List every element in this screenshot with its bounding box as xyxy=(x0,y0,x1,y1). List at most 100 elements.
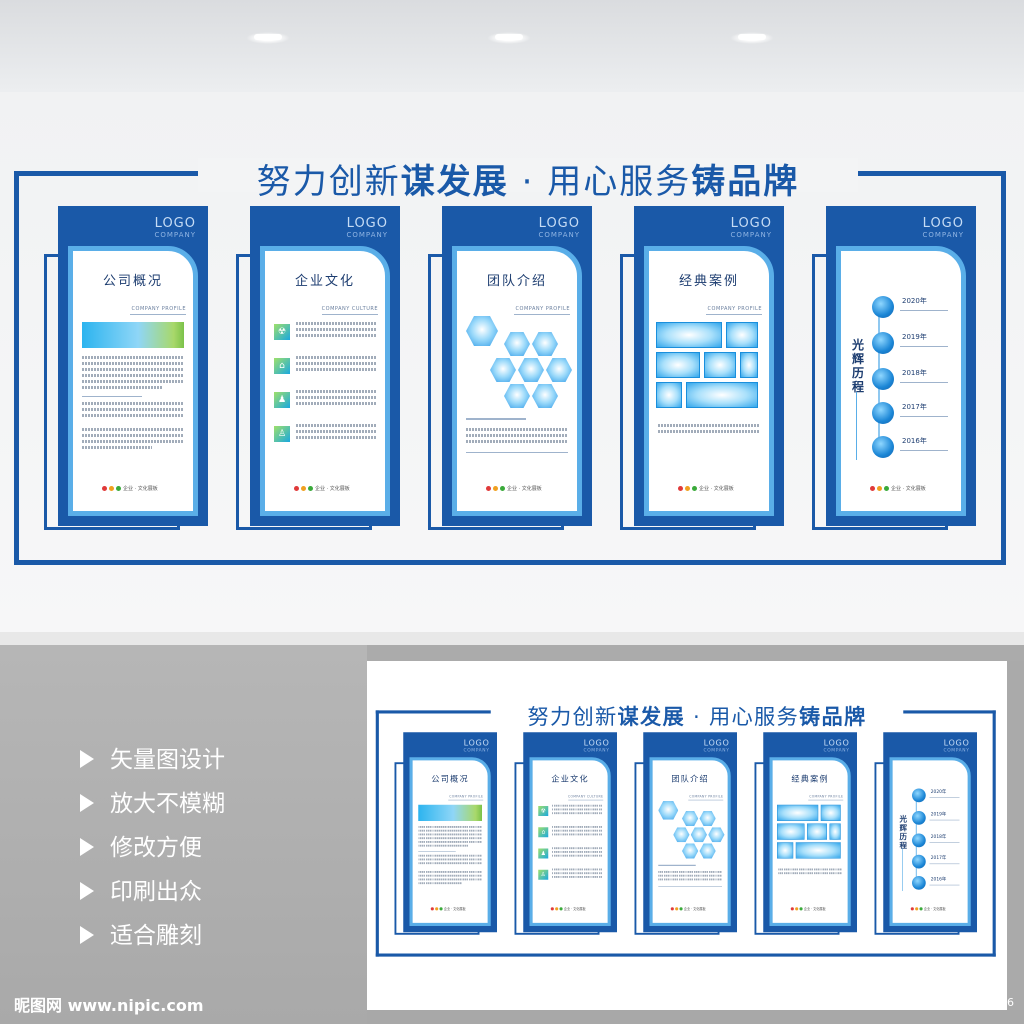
text-line xyxy=(552,804,602,807)
panel-team-intro: LOGO COMPANY 团队介绍 COMPANY PROFILE 企业 · 文… xyxy=(634,732,737,935)
text-line xyxy=(418,829,482,832)
panel-content: 公司概况 COMPANY PROFILE 企业 · 文化展板 xyxy=(74,252,192,508)
logo-text: LOGO xyxy=(346,216,388,231)
text-line xyxy=(296,322,376,325)
hexagon-tile xyxy=(546,358,572,382)
text-line xyxy=(658,871,722,873)
text-line xyxy=(296,368,376,371)
text-line xyxy=(82,402,184,405)
panel-footer: 企业 · 文化展板 xyxy=(790,907,826,911)
panel-classic-cases: LOGO COMPANY 经典案例 COMPANY PROFILE 企业 · 文… xyxy=(620,206,784,530)
panel-subtitle: COMPANY CULTURE xyxy=(321,306,378,312)
text-line xyxy=(82,356,184,359)
divider xyxy=(658,886,722,887)
panel-title: 光辉历程 xyxy=(899,814,908,850)
text-line xyxy=(82,428,184,431)
ceiling-light xyxy=(246,32,290,44)
text-line xyxy=(82,446,152,449)
timeline-year: 2016年 xyxy=(902,437,927,445)
text-line xyxy=(418,871,482,873)
text-line xyxy=(552,854,602,857)
divider xyxy=(929,842,960,843)
case-image xyxy=(686,382,758,408)
text-line xyxy=(82,414,184,417)
case-image xyxy=(820,804,841,821)
panel-title: 光辉历程 xyxy=(852,338,865,394)
company-text: COMPANY xyxy=(538,231,580,239)
text-line xyxy=(552,872,602,875)
panel-subtitle: COMPANY PROFILE xyxy=(131,306,186,312)
text-line xyxy=(296,436,376,439)
text-line xyxy=(296,356,376,359)
ceiling-light xyxy=(730,32,774,44)
logo-text: LOGO xyxy=(943,738,970,748)
gradient-banner xyxy=(82,322,184,348)
case-image xyxy=(829,823,841,840)
panel-subtitle: COMPANY PROFILE xyxy=(515,306,570,312)
text-line xyxy=(82,362,184,365)
panel-subtitle: COMPANY PROFILE xyxy=(809,794,844,799)
company-text: COMPANY xyxy=(922,231,964,239)
case-image xyxy=(777,823,805,840)
frame-line xyxy=(375,710,379,957)
frame-line xyxy=(14,171,19,565)
text-line xyxy=(418,844,469,847)
text-line xyxy=(552,868,602,871)
text-line xyxy=(552,847,602,850)
timeline-dot xyxy=(872,332,894,354)
text-line xyxy=(296,424,376,427)
watermark-id: ID:8260704 NO:20211001090118175106 xyxy=(785,996,1014,1009)
frame-line xyxy=(992,710,996,957)
text-line xyxy=(418,826,482,828)
feature-area xyxy=(0,645,367,1024)
feature-item: 适合雕刻 xyxy=(80,916,202,950)
company-text: COMPANY xyxy=(346,231,388,239)
text-line xyxy=(296,328,376,331)
divider xyxy=(82,396,142,397)
case-image xyxy=(795,842,841,859)
ceiling-light xyxy=(487,32,531,44)
timeline-dot xyxy=(912,833,926,848)
text-line xyxy=(778,872,842,875)
text-line xyxy=(418,874,482,877)
panel-company-culture: LOGO COMPANY 企业文化 COMPANY CULTURE ☢ ⌂ ♟ … xyxy=(514,732,617,935)
text-line xyxy=(418,862,482,865)
divider xyxy=(688,799,724,801)
company-text: COMPANY xyxy=(730,231,772,239)
timeline-dot xyxy=(872,402,894,424)
panel-subtitle: COMPANY PROFILE xyxy=(689,794,724,799)
tag-icon: ⌂ xyxy=(538,827,549,838)
text-line xyxy=(418,878,482,881)
panel-company-profile: LOGO COMPANY 公司概况 COMPANY PROFILE 企业 · 文… xyxy=(394,732,497,935)
case-image xyxy=(807,823,827,840)
case-image xyxy=(656,382,682,408)
timeline-year: 2020年 xyxy=(930,789,947,795)
text-line xyxy=(296,430,376,433)
timeline-year: 2018年 xyxy=(930,834,947,840)
gradient-banner xyxy=(418,804,482,821)
panel-history: LOGO COMPANY 光辉历程 2020年 2019年 2018年 2017… xyxy=(812,206,976,530)
person-icon: ♟ xyxy=(274,392,290,408)
feature-item: 放大不模糊 xyxy=(80,784,225,818)
text-line xyxy=(296,362,376,365)
text-line xyxy=(552,812,602,815)
frame-line xyxy=(375,953,996,957)
arrow-icon xyxy=(80,925,94,944)
divider xyxy=(658,864,696,866)
panel-content: 光辉历程 2020年 2019年 2018年 2017年 2016年 企业 · … xyxy=(893,761,967,921)
divider xyxy=(448,799,484,801)
panel-content: 经典案例 COMPANY PROFILE 企业 · 文化展板 xyxy=(773,761,847,921)
hexagon-tile xyxy=(699,811,716,826)
text-line xyxy=(552,808,602,811)
logo-text: LOGO xyxy=(922,216,964,231)
radiation-icon: ☢ xyxy=(274,324,290,340)
gray-strip xyxy=(367,1010,1024,1024)
panel-footer: 企业 · 文化展板 xyxy=(870,485,926,492)
feature-item: 印刷出众 xyxy=(80,872,202,906)
ceiling xyxy=(0,0,1024,92)
divider xyxy=(900,346,948,347)
hexagon-tile xyxy=(708,827,725,843)
person-icon: ♟ xyxy=(538,848,549,859)
text-line xyxy=(552,851,602,853)
hexagon-tile xyxy=(518,358,544,382)
